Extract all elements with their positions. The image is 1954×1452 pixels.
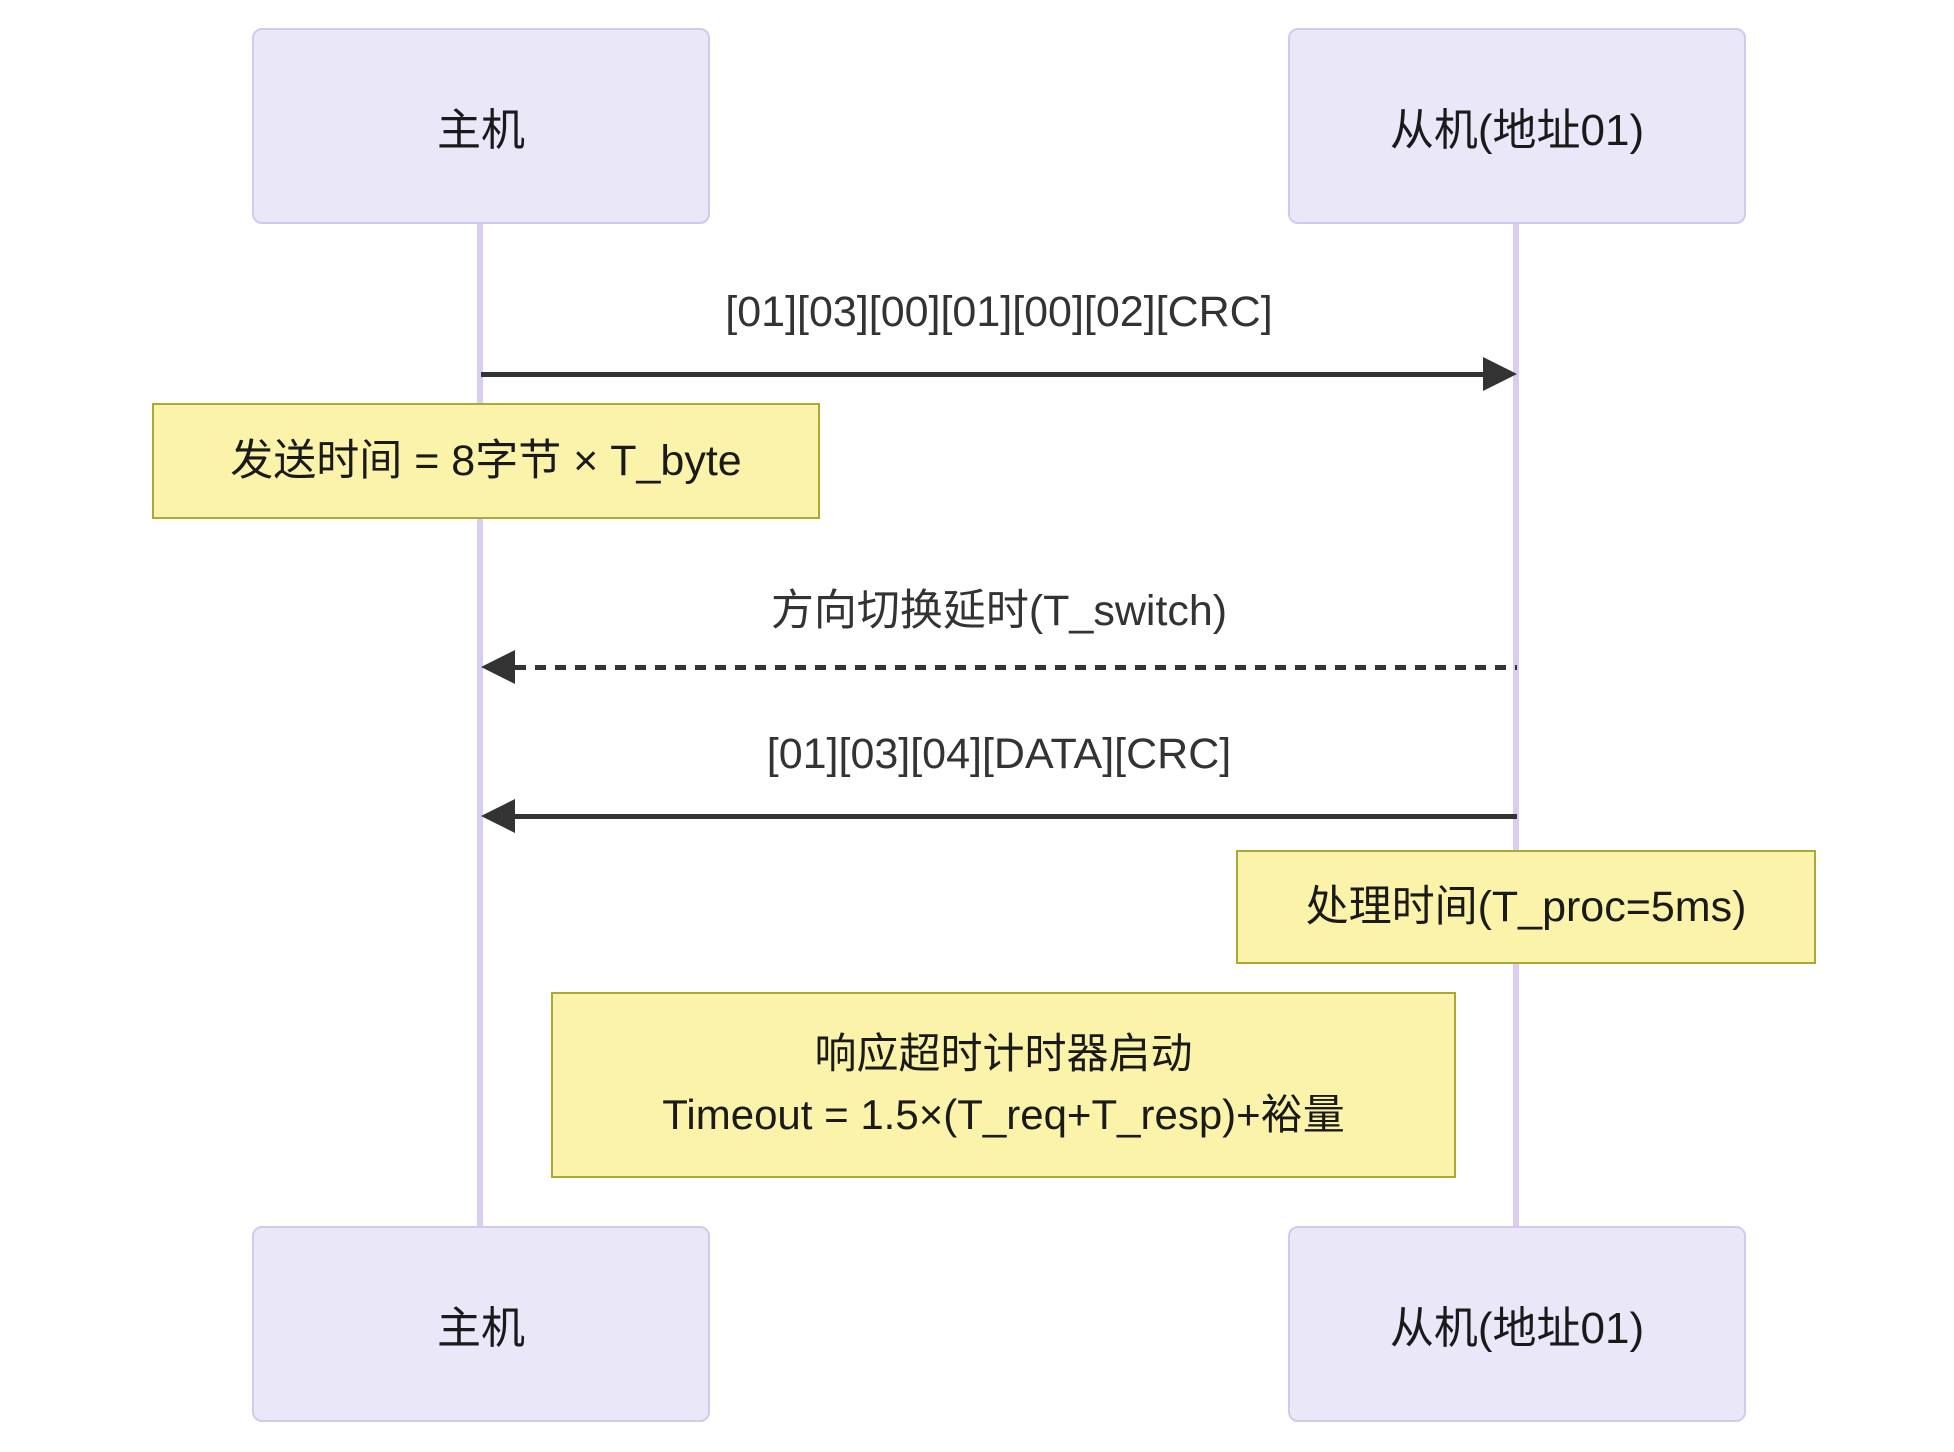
message-3-label: [01][03][04][DATA][CRC]: [766, 730, 1232, 778]
note-send-time: 发送时间 = 8字节 × T_byte: [152, 403, 820, 519]
message-1-label: [01][03][00][01][00][02][CRC]: [725, 288, 1273, 336]
note-timeout: 响应超时计时器启动 Timeout = 1.5×(T_req+T_resp)+裕…: [551, 992, 1456, 1178]
actor-box-master-bottom: 主机: [252, 1226, 710, 1422]
lifeline-master: [477, 224, 483, 1228]
actor-label-slave-bottom: 从机(地址01): [1389, 1304, 1645, 1353]
actor-label-master-top: 主机: [437, 106, 525, 155]
actor-label-slave-top: 从机(地址01): [1389, 106, 1645, 155]
message-3-arrowhead-icon: [481, 799, 515, 833]
message-1-line: [481, 372, 1483, 377]
message-1-arrowhead-icon: [1483, 357, 1517, 391]
actor-label-master-bottom: 主机: [437, 1304, 525, 1353]
note-send-time-text: 发送时间 = 8字节 × T_byte: [230, 436, 742, 485]
message-2-line: [515, 665, 1517, 670]
message-3-line: [515, 814, 1517, 819]
actor-box-slave-bottom: 从机(地址01): [1288, 1226, 1746, 1422]
lifeline-slave: [1513, 224, 1519, 1228]
note-processing-time-text: 处理时间(T_proc=5ms): [1305, 882, 1747, 931]
actor-box-slave-top: 从机(地址01): [1288, 28, 1746, 224]
note-processing-time: 处理时间(T_proc=5ms): [1236, 850, 1816, 964]
actor-box-master-top: 主机: [252, 28, 710, 224]
message-2-arrowhead-icon: [481, 650, 515, 684]
note-timeout-line-2: Timeout = 1.5×(T_req+T_resp)+裕量: [662, 1091, 1345, 1138]
note-timeout-line-1: 响应超时计时器启动: [814, 1030, 1193, 1078]
message-2-label: 方向切换延时(T_switch): [770, 587, 1228, 635]
